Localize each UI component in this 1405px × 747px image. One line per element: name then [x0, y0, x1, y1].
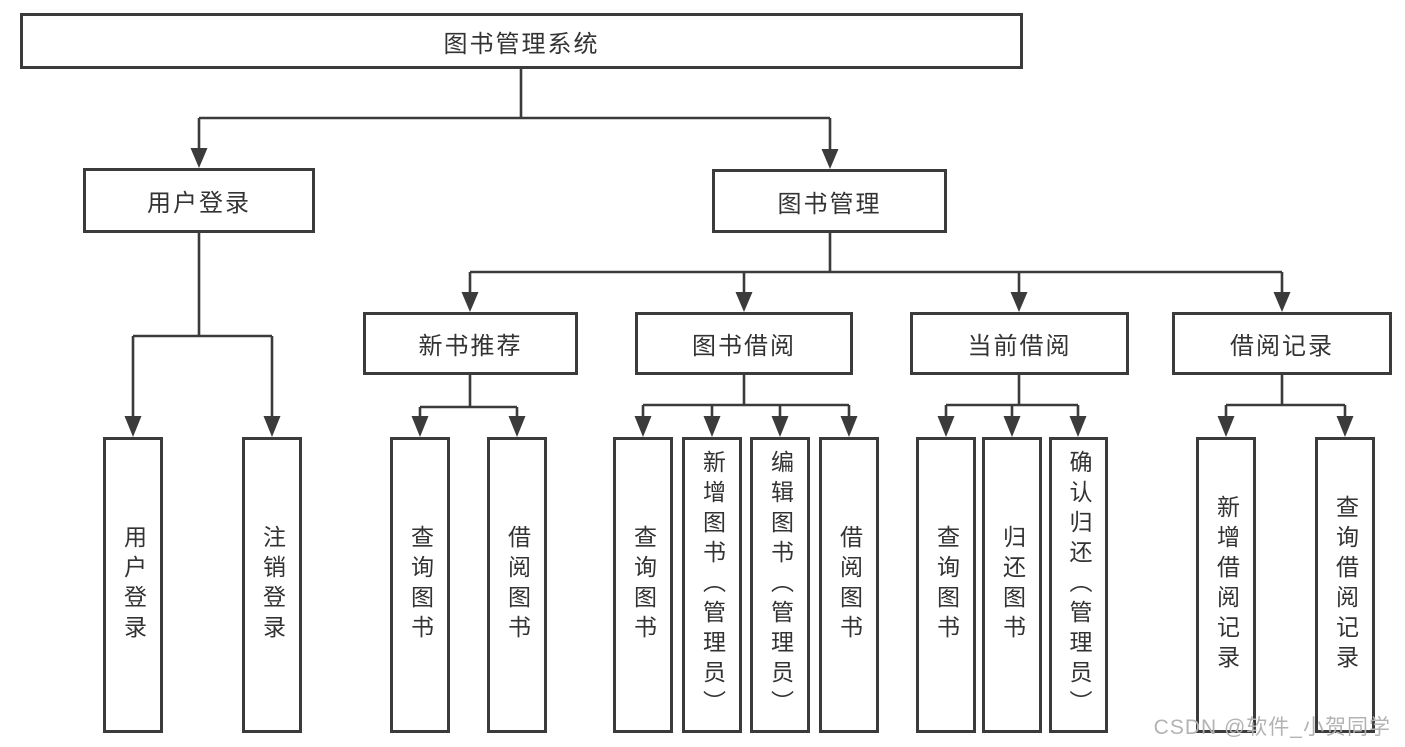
node-book-management-branch: 图书管理: [712, 169, 947, 233]
node-leaf-query-books-borrow: 查询图书: [613, 437, 673, 733]
leaf-label: 查询图书: [630, 525, 657, 645]
node-current-borrow: 当前借阅: [910, 312, 1129, 375]
leaf-label: 查询图书: [933, 525, 960, 645]
leaf-label: 编辑图书（管理员）: [767, 450, 794, 720]
leaf-label: 归还图书: [999, 525, 1026, 645]
leaf-label: 查询图书: [407, 525, 434, 645]
leaf-label: 新增借阅记录: [1213, 495, 1240, 675]
node-leaf-edit-books-admin: 编辑图书（管理员）: [750, 437, 810, 733]
node-leaf-borrow-books: 借阅图书: [819, 437, 879, 733]
leaf-label: 借阅图书: [836, 525, 863, 645]
node-leaf-logout: 注销登录: [242, 437, 302, 733]
node-leaf-query-books-recommend: 查询图书: [390, 437, 450, 733]
node-leaf-user-login: 用户登录: [103, 437, 163, 733]
node-leaf-borrow-books-recommend: 借阅图书: [487, 437, 547, 733]
leaf-label: 注销登录: [259, 525, 286, 645]
node-library-management-system: 图书管理系统: [20, 13, 1023, 69]
node-book-borrow: 图书借阅: [635, 312, 853, 375]
leaf-label: 确认归还（管理员）: [1066, 450, 1092, 720]
leaf-label: 新增图书（管理员）: [699, 450, 726, 720]
node-leaf-add-books-admin: 新增图书（管理员）: [682, 437, 742, 733]
watermark: CSDN @软件_小贺同学: [1153, 716, 1391, 739]
node-leaf-add-borrow-record: 新增借阅记录: [1196, 437, 1256, 733]
leaf-label: 借阅图书: [504, 525, 531, 645]
node-new-book-recommend: 新书推荐: [363, 312, 578, 375]
node-leaf-return-books: 归还图书: [982, 437, 1042, 733]
node-user-login-branch: 用户登录: [83, 168, 315, 233]
node-leaf-confirm-return-admin: 确认归还（管理员）: [1049, 437, 1108, 733]
leaf-label: 查询借阅记录: [1332, 495, 1359, 675]
node-borrow-records: 借阅记录: [1172, 312, 1392, 375]
node-leaf-query-books-current: 查询图书: [916, 437, 976, 733]
leaf-label: 用户登录: [120, 525, 147, 645]
node-leaf-query-borrow-record: 查询借阅记录: [1315, 437, 1375, 733]
